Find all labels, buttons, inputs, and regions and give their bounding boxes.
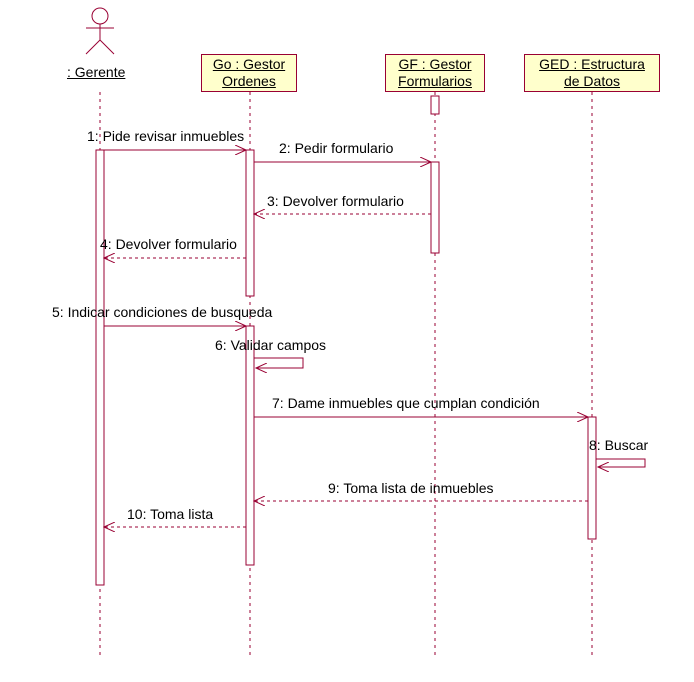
message-arrow-8 (596, 458, 646, 467)
message-label-4: 4: Devolver formulario (100, 236, 237, 252)
activation-bar-gf (430, 161, 440, 254)
object-box-go-line2: Ordenes (222, 73, 276, 89)
message-label-10: 10: Toma lista (127, 506, 214, 522)
object-box-gf: GF : Gestor Formularios (385, 54, 485, 92)
message-label-6: 6: Validar campos (215, 337, 327, 353)
message-label-3: 3: Devolver formulario (267, 193, 404, 209)
message-arrow-6 (254, 357, 304, 368)
object-box-go-line1: Go : Gestor (212, 56, 286, 72)
object-box-ged-line2: de Datos (563, 73, 621, 89)
object-box-gf-line2: Formularios (398, 73, 472, 89)
object-box-gf-line1: GF : Gestor (398, 56, 472, 72)
message-label-2: 2: Pedir formulario (279, 140, 394, 156)
message-label-9: 9: Toma lista de inmuebles (328, 480, 494, 496)
object-box-go: Go : Gestor Ordenes (201, 54, 297, 92)
activation-bar-go-2 (245, 325, 255, 566)
message-label-7: 7: Dame inmuebles que cumplan condición (272, 395, 540, 411)
object-box-ged-line1: GED : Estructura (539, 56, 645, 72)
message-label-5: 5: Indicar condiciones de busqueda (52, 304, 273, 320)
activation-bar-gerente (95, 149, 105, 586)
actor-figure-icon (85, 7, 115, 55)
activation-bar-go-1 (245, 149, 255, 297)
message-label-1: 1: Pide revisar inmuebles (87, 128, 245, 144)
activation-bar-gf-small (430, 95, 440, 115)
message-label-8: 8: Buscar (589, 437, 649, 453)
actor-label-gerente: : Gerente (67, 64, 126, 80)
activation-bar-ged (587, 416, 597, 540)
object-box-ged: GED : Estructura de Datos (524, 54, 660, 92)
